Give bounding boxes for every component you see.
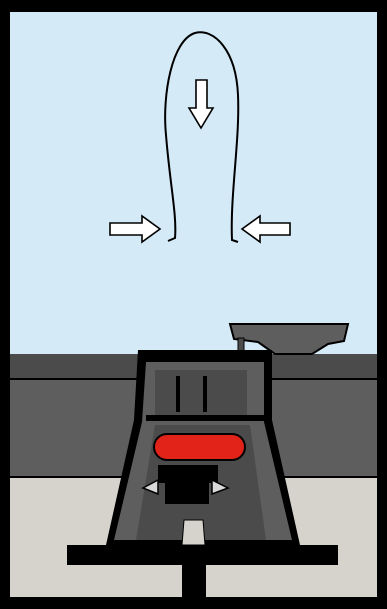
arrow-right-icon [109,214,162,244]
red-part [153,433,246,461]
arrow-left-icon [240,214,291,244]
base-plate [67,545,338,565]
stand-post [182,565,206,609]
squeeze-outline [164,31,240,243]
holder-block [141,465,230,546]
arrow-down-icon [187,79,215,130]
sky-area [10,12,377,354]
